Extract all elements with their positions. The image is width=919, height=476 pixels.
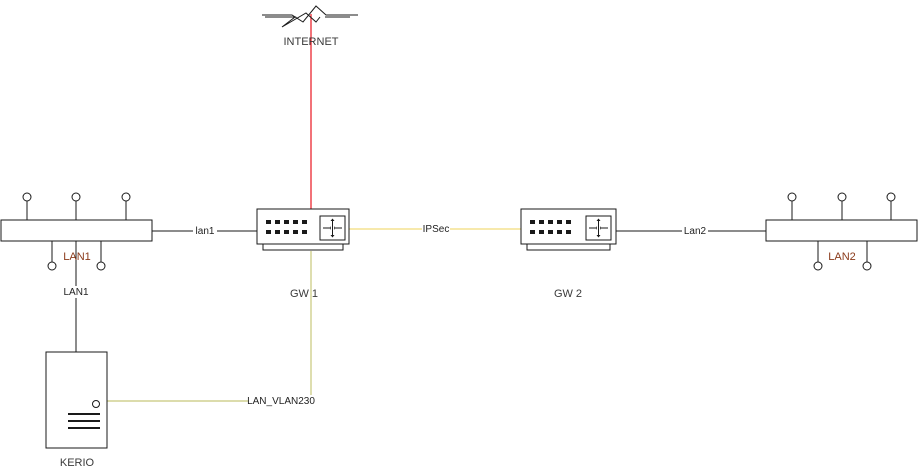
gw1-router[interactable]: GW 1 <box>256 208 350 300</box>
kerio-label: KERIO <box>60 457 95 469</box>
lan2-hub[interactable]: LAN2 <box>765 192 918 271</box>
lan1-vertical-link-label: LAN1 <box>62 286 90 298</box>
internet-node: INTERNET <box>262 5 358 48</box>
kerio-server[interactable]: KERIO <box>45 351 108 469</box>
lan1-hub[interactable]: LAN1 <box>0 192 153 271</box>
gw1-routing-arrows-icon <box>319 215 346 241</box>
lan2-hub-antennas-icon <box>787 192 896 271</box>
lan2-link-text: Lan2 <box>684 226 707 237</box>
gw2-base <box>526 243 611 251</box>
lan1-hub-antennas-icon <box>22 192 131 271</box>
gw2-routing-arrows-icon <box>585 215 612 241</box>
ipsec-link-label: IPSec <box>422 223 450 235</box>
lan1-link-text: lan1 <box>196 226 215 237</box>
internet-label: INTERNET <box>284 36 339 48</box>
internet-lightning-icon <box>262 5 358 28</box>
lan1-hub-label: LAN1 <box>63 251 91 263</box>
vlan230-link-text: LAN_VLAN230 <box>247 396 315 407</box>
lan1-hub-body <box>0 219 153 242</box>
vlan230-link-label: LAN_VLAN230 <box>247 395 315 407</box>
kerio-server-body <box>45 351 108 449</box>
ipsec-link-text: IPSec <box>423 224 450 235</box>
gw2-label: GW 2 <box>554 288 582 300</box>
kerio-power-icon <box>92 400 100 408</box>
lan1-link-label: lan1 <box>193 225 217 237</box>
gw1-base <box>262 243 344 251</box>
lan2-hub-label: LAN2 <box>828 251 856 263</box>
lan2-hub-body <box>765 219 918 242</box>
gw2-ports-icon <box>530 220 571 234</box>
gw2-router[interactable]: GW 2 <box>520 208 617 300</box>
lan1-vertical-link-text: LAN1 <box>63 287 88 298</box>
kerio-vent-icon <box>68 413 100 429</box>
lan2-link-label: Lan2 <box>682 225 708 237</box>
vlan230-link <box>107 251 312 402</box>
gw1-ports-icon <box>266 220 307 234</box>
gw1-label: GW 1 <box>290 288 318 300</box>
